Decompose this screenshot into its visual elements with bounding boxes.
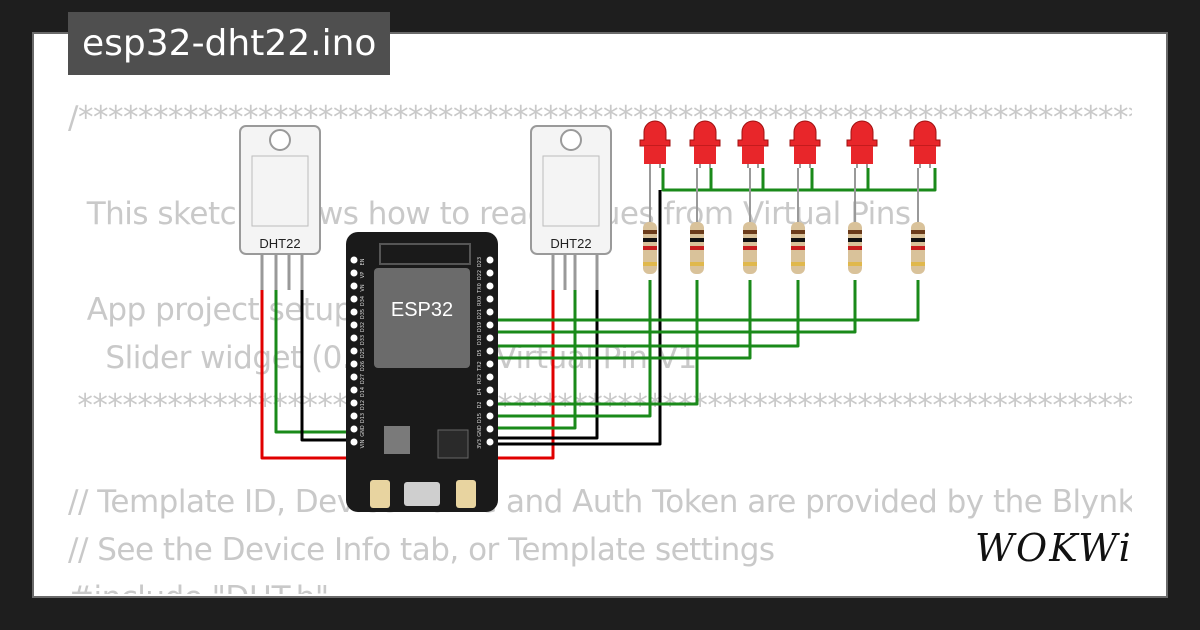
pin-hole: [350, 334, 358, 342]
pin-hole: [350, 399, 358, 407]
code-line: ****************************************…: [68, 388, 1132, 424]
pin-label: TX0: [477, 283, 483, 294]
pin-label: D14: [360, 387, 366, 397]
red-led: [639, 120, 671, 168]
dht22-label-right: DHT22: [550, 236, 591, 251]
pin-label: D4: [477, 388, 483, 395]
esp32-board: ESP32 ENVPVND34D35D32D33D25D26D27D14D12D…: [346, 232, 498, 512]
pin-hole: [486, 438, 494, 446]
pin-label: RX0: [477, 296, 483, 306]
pin-label: D22: [477, 270, 483, 280]
pin-hole: [350, 425, 358, 433]
pin-label: VN: [360, 284, 366, 291]
pin-hole: [350, 412, 358, 420]
resistor: [690, 168, 704, 274]
pin-hole: [486, 321, 494, 329]
pin-hole: [486, 360, 494, 368]
pin-label: D19: [477, 322, 483, 332]
pin-label: D15: [477, 413, 483, 423]
pin-label: D13: [360, 413, 366, 423]
pin-hole: [486, 412, 494, 420]
resistor: [791, 168, 805, 274]
code-line: // Template ID, Device Name and Auth Tok…: [68, 484, 1132, 520]
code-line: #include "DHT.h": [68, 574, 1132, 594]
pin-hole: [486, 282, 494, 290]
pin-label: VP: [360, 272, 366, 278]
wire-black-left-dht: [300, 290, 356, 442]
pin-label: D26: [360, 361, 366, 371]
pin-hole: [350, 282, 358, 290]
pin-hole: [486, 425, 494, 433]
pin-label: D32: [360, 322, 366, 332]
pin-label: 3V3: [477, 439, 483, 449]
pin-hole: [350, 321, 358, 329]
dht22-sensor-right: DHT22: [530, 125, 612, 290]
wire-black-right-dht: [492, 290, 599, 440]
pin-hole: [350, 308, 358, 316]
pin-hole: [486, 386, 494, 394]
pin-hole: [350, 269, 358, 277]
esp32-chip: [374, 268, 470, 368]
resistor: [911, 168, 925, 274]
red-led: [789, 120, 821, 168]
reset-button: [456, 480, 476, 508]
pin-label: D34: [360, 296, 366, 306]
pin-hole: [350, 438, 358, 446]
resistor: [643, 168, 657, 274]
pin-label: D25: [360, 348, 366, 358]
pin-label: D27: [360, 374, 366, 384]
pin-label: D2: [477, 401, 483, 408]
esp32-chip-label: ESP32: [391, 299, 453, 321]
pin-hole: [486, 295, 494, 303]
pin-label: D35: [360, 309, 366, 319]
wire-green-left-dht: [274, 290, 356, 434]
red-led: [909, 120, 941, 168]
pin-label: VIN: [360, 439, 366, 448]
wokwi-logo: WOKWi: [975, 526, 1133, 570]
pin-label: D18: [477, 335, 483, 345]
pin-label: EN: [360, 258, 366, 265]
resistor: [743, 168, 757, 274]
dht22-sensor-left: DHT22: [239, 125, 321, 290]
boot-button: [370, 480, 390, 508]
pin-hole: [486, 373, 494, 381]
wire-led-gnd-black: [492, 190, 662, 446]
red-led: [689, 120, 721, 168]
code-line: // See the Device Info tab, or Template …: [68, 532, 775, 568]
red-led: [846, 120, 878, 168]
pin-hole: [486, 334, 494, 342]
usb-port: [404, 482, 440, 506]
wire-green-right-dht: [492, 290, 577, 430]
led-array: [639, 120, 941, 274]
file-title: esp32-dht22.ino: [68, 12, 391, 75]
red-led: [737, 120, 769, 168]
pin-label: GND: [360, 425, 366, 437]
pin-hole: [486, 256, 494, 264]
pin-hole: [486, 308, 494, 316]
pin-hole: [350, 386, 358, 394]
pin-label: TX2: [477, 361, 483, 372]
pin-hole: [486, 399, 494, 407]
resistor: [848, 168, 862, 274]
pin-hole: [350, 360, 358, 368]
pin-label: D12: [360, 400, 366, 410]
pin-hole: [350, 256, 358, 264]
pin-label: GND: [477, 425, 483, 437]
pin-hole: [350, 295, 358, 303]
pin-label: D23: [477, 257, 483, 267]
pin-hole: [486, 269, 494, 277]
pin-label: D5: [477, 349, 483, 356]
pin-label: RX2: [477, 374, 483, 384]
pin-hole: [350, 347, 358, 355]
dht22-label-left: DHT22: [259, 236, 300, 251]
pin-label: D21: [477, 309, 483, 319]
pin-label: D33: [360, 335, 366, 345]
pin-hole: [350, 373, 358, 381]
pin-hole: [486, 347, 494, 355]
